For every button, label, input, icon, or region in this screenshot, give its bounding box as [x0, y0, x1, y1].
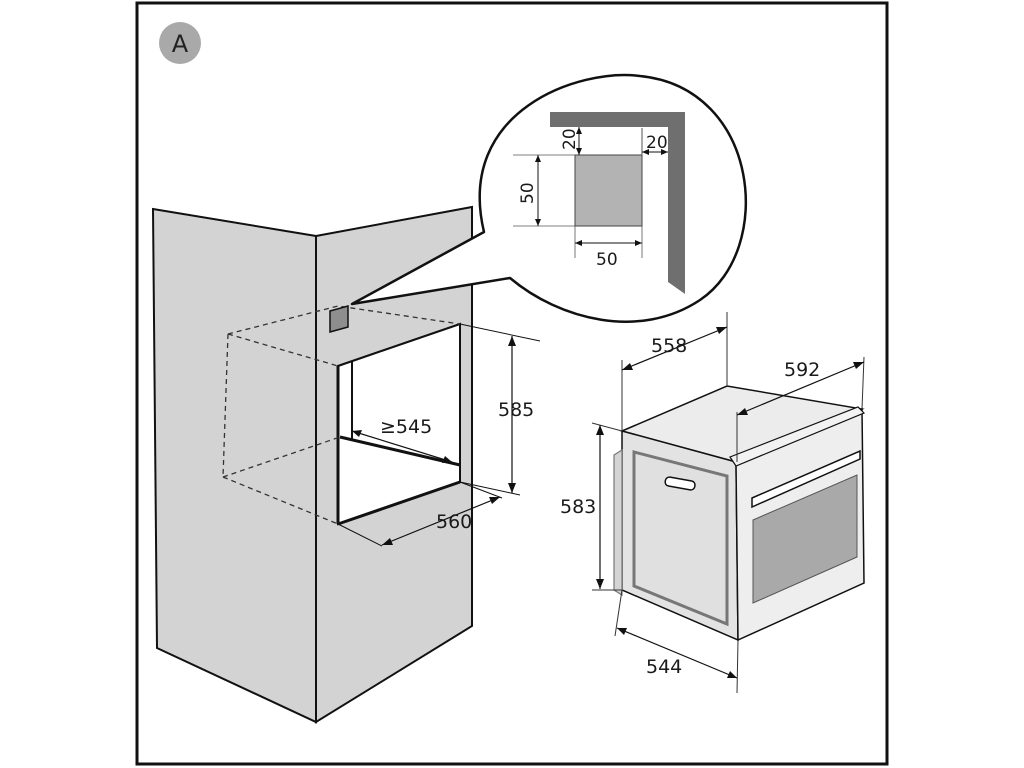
oven-height-dimension: 583: [560, 422, 623, 591]
detail-cutout: [574, 154, 643, 227]
oven-vent-strip: [613, 448, 623, 597]
oven: [613, 385, 866, 642]
oven-side-handle: [664, 476, 696, 491]
oven-depth-top-label: 558: [651, 335, 687, 357]
panel-badge-label: A: [172, 30, 189, 58]
oven-depth-bottom-label: 544: [646, 656, 682, 678]
cabinet-side-panel: [151, 207, 317, 724]
detail-side-offset-dimension: 20: [641, 128, 668, 155]
oven-window: [752, 474, 858, 604]
oven-depth-bottom-dimension: 544: [614, 589, 739, 694]
detail-cutout-width-dimension: 50: [574, 226, 643, 270]
oven-width-top-label: 592: [784, 359, 820, 381]
oven-width-top-dimension: 592: [736, 356, 865, 462]
oven-height-label: 583: [560, 496, 596, 518]
niche-width-dimension: 560: [337, 481, 503, 547]
panel-badge: A: [159, 22, 201, 64]
detail-callout: 20 20 50 50: [350, 73, 748, 323]
oven-control-panel: [729, 406, 866, 467]
detail-cutout-height-label: 50: [518, 182, 538, 204]
niche-width-label: 560: [436, 511, 472, 533]
oven-side-panel: [632, 450, 729, 627]
niche-height-label: 585: [498, 399, 534, 421]
detail-cutout-height-dimension: 50: [513, 154, 575, 227]
detail-cutout-width-label: 50: [596, 250, 618, 270]
niche-hidden-outline: [222, 305, 461, 525]
oven-door-handle: [751, 449, 861, 509]
cabinet-cutout-marker: [329, 305, 349, 333]
detail-top-offset-dimension: 20: [560, 127, 582, 155]
callout-bubble: [350, 73, 748, 323]
niche-depth-dimension: ≥545: [351, 416, 453, 463]
detail-top-offset-label: 20: [560, 128, 580, 150]
niche-height-dimension: 585: [459, 323, 541, 496]
cabinet-corner-profile: [550, 112, 685, 294]
oven-depth-top-dimension: 558: [621, 312, 728, 431]
niche-depth-label: ≥545: [380, 416, 432, 438]
detail-side-offset-label: 20: [646, 133, 668, 153]
